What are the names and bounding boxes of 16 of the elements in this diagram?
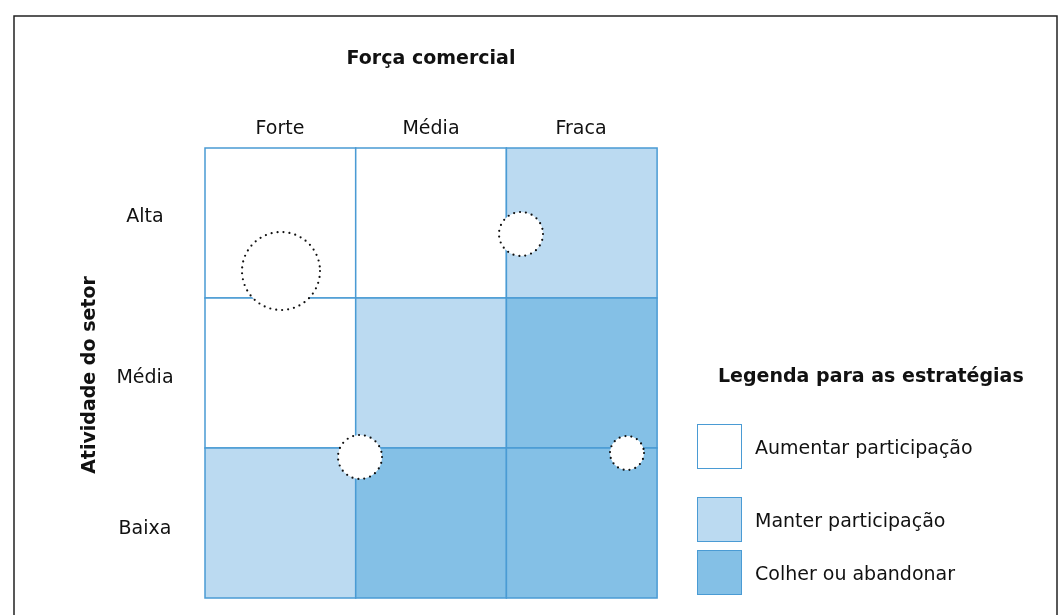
axis-title: Atividade do setor bbox=[78, 276, 98, 474]
legend-label: Colher ou abandonar bbox=[755, 563, 956, 583]
dotted-circle bbox=[240, 230, 322, 312]
dotted-circle bbox=[608, 434, 646, 472]
legend-label: Manter participação bbox=[755, 510, 946, 530]
dotted-circle bbox=[336, 433, 384, 481]
row-label: Baixa bbox=[118, 517, 172, 537]
row-label: Média bbox=[116, 366, 174, 386]
row-label: Alta bbox=[126, 205, 164, 225]
column-label: Fraca bbox=[555, 117, 607, 137]
column-label: Forte bbox=[255, 117, 305, 137]
legend-label: Aumentar participação bbox=[755, 437, 973, 457]
legend-title: Legenda para as estratégias bbox=[718, 365, 1024, 385]
column-label: Média bbox=[402, 117, 460, 137]
dotted-circle bbox=[497, 210, 545, 258]
axis-title: Força comercial bbox=[346, 47, 516, 67]
